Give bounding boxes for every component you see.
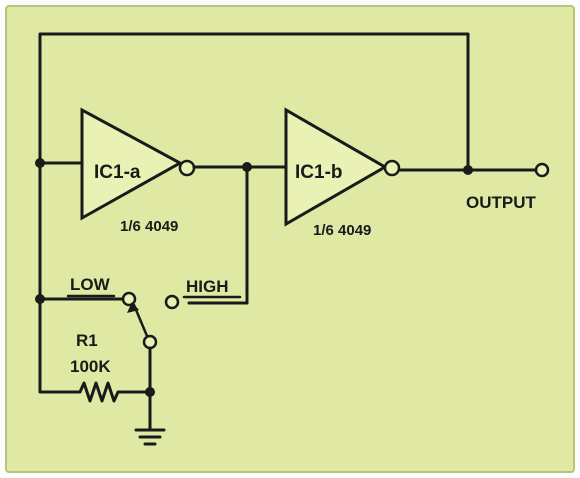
resistor-name: R1 bbox=[76, 331, 98, 350]
inverter-ic1a-symbol bbox=[80, 107, 184, 221]
inverter-ic1b-label: IC1-b bbox=[295, 162, 343, 183]
high-tap-wire bbox=[187, 165, 249, 305]
inverter-ic1a-label: IC1-a bbox=[94, 162, 141, 183]
inverter-ic1a-bubble bbox=[178, 159, 196, 177]
inverter-ic1b-part: 1/6 4049 bbox=[313, 222, 371, 239]
output-terminal bbox=[534, 162, 550, 178]
resistor-value: 100K bbox=[70, 357, 111, 376]
switch-blade-tip bbox=[127, 302, 139, 313]
resistor-r1-zigzag bbox=[70, 381, 152, 403]
junction-dot-ground bbox=[145, 387, 155, 397]
switch-pivot-contact bbox=[142, 334, 158, 350]
junction-dot-mid bbox=[242, 162, 252, 172]
schematic-panel bbox=[5, 5, 575, 473]
inverter-ic1b-bubble bbox=[383, 159, 401, 177]
junction-dot-output bbox=[463, 165, 473, 175]
ground-icon bbox=[134, 428, 166, 446]
junction-dot-rail-top bbox=[35, 158, 45, 168]
switch-high-label: HIGH bbox=[186, 277, 229, 296]
switch-low-label: LOW bbox=[70, 275, 111, 294]
junction-dot-rail-low bbox=[35, 294, 45, 304]
inverter-ic1b-symbol bbox=[284, 107, 389, 227]
output-label: OUTPUT bbox=[466, 193, 537, 212]
switch-high-contact bbox=[164, 294, 180, 310]
feedback-wire bbox=[38, 32, 470, 394]
switch-low-contact bbox=[121, 291, 137, 307]
inverter-ic1a-part: 1/6 4049 bbox=[120, 218, 178, 235]
